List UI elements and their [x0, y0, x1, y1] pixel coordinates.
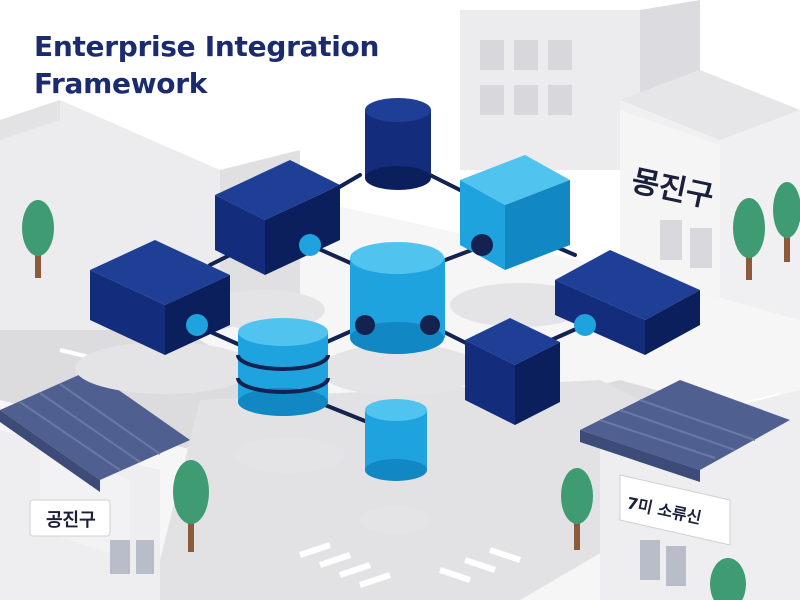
cube-navy-right: [555, 250, 700, 355]
joint-cyan-3: [574, 314, 596, 336]
title-line-1: Enterprise Integration: [34, 30, 380, 63]
sign-left-house: [29, 499, 111, 537]
cube-navy-center-right: [465, 318, 560, 425]
tree-bottom-right-2: [710, 558, 746, 600]
tree-bottom-left: [173, 460, 209, 552]
sign-text-left-house: 공진구: [46, 510, 96, 531]
cylinder-top: [365, 98, 431, 190]
building-right-tall: [620, 70, 800, 320]
tree-right-2: [773, 182, 800, 262]
sign-right-house: [619, 474, 731, 546]
joint-navy-1: [471, 234, 493, 256]
joint-cyan-1: [299, 234, 321, 256]
diagram-title: Enterprise Integration Framework: [34, 28, 379, 102]
trees: [22, 182, 800, 600]
house-right: [580, 380, 800, 600]
crosswalk: [299, 542, 521, 588]
cylinder-cyan-bottom: [365, 399, 427, 481]
joint-navy-3: [420, 315, 440, 335]
cylinder-cyan-center: [350, 242, 445, 354]
tree-bottom-right-1: [561, 468, 593, 550]
tree-left: [22, 200, 54, 278]
cube-cyan-upper-right: [460, 155, 570, 270]
joint-navy-2: [355, 315, 375, 335]
joint-cyan-2: [186, 314, 208, 336]
cylinder-db-stack: [236, 318, 330, 416]
house-left: [0, 370, 190, 600]
tree-right-1: [733, 198, 765, 280]
cube-navy-upper-left: [215, 160, 340, 275]
joints: [186, 234, 596, 336]
title-line-2: Framework: [34, 67, 208, 100]
